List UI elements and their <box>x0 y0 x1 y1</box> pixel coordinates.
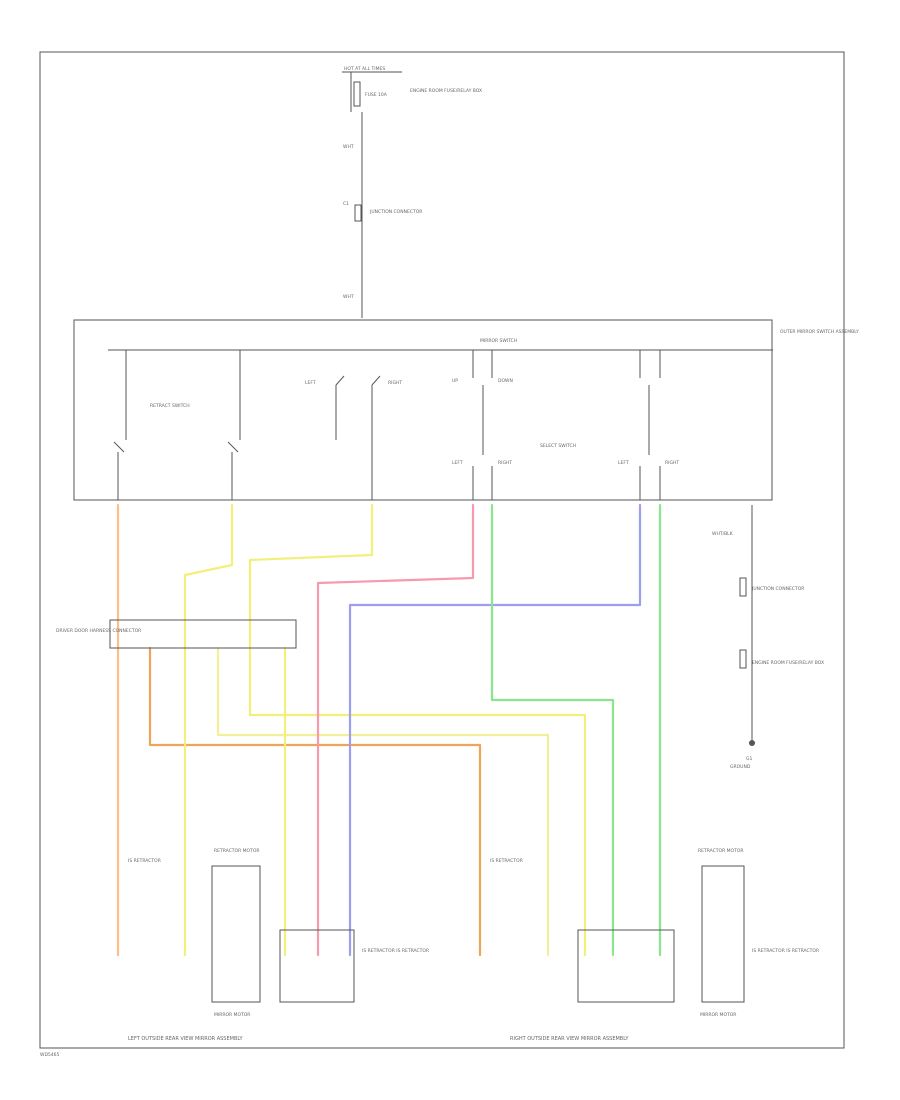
retract-switch-label: RETRACT SWITCH <box>150 403 190 409</box>
wire-yellow-1 <box>183 503 234 957</box>
junction-right-label: JUNCTION CONNECTOR <box>751 586 804 592</box>
mirror-motor-left-label: MIRROR MOTOR <box>214 1012 250 1018</box>
junction-top-code: C1 <box>343 201 349 207</box>
switch-assembly-label: OUTER MIRROR SWITCH ASSEMBLY <box>780 329 859 335</box>
junction-top-label: JUNCTION CONNECTOR <box>369 209 422 215</box>
retractor-note-right: IS RETRACTOR IS RETRACTOR <box>752 948 819 954</box>
mirror-motor-right-box <box>577 929 675 1003</box>
wire-yellow-3 <box>216 646 550 957</box>
ground-label: GROUND <box>730 764 751 770</box>
retract-contact-right <box>227 441 239 453</box>
fuse-label: FUSE 10A <box>365 92 388 98</box>
switch-assembly-box <box>73 319 773 501</box>
wire-blue <box>348 503 642 957</box>
down-label-lo-r: RIGHT <box>665 460 679 466</box>
ms-contact-left <box>335 375 345 386</box>
retract-contact-left <box>113 441 125 453</box>
door-connector-block <box>109 619 297 649</box>
diagram-frame <box>39 51 845 1049</box>
wire-yellow-2 <box>248 503 587 957</box>
ground-connector-label: ENGINE ROOM FUSE/RELAY BOX <box>752 660 824 666</box>
hot-label: HOT AT ALL TIMES <box>344 66 385 72</box>
wire-pink <box>316 503 475 957</box>
ground-connector-symbol <box>739 649 747 669</box>
up-label-lo: LEFT <box>452 460 463 466</box>
mirror-switch-label: MIRROR SWITCH <box>480 338 517 344</box>
up-label-lo-r: LEFT <box>618 460 629 466</box>
up-label: UP <box>452 378 458 384</box>
is-retractor-right: IS RETRACTOR <box>490 858 523 864</box>
junction-top-symbol <box>354 204 362 222</box>
wire-green-1 <box>490 503 615 957</box>
junction-right-symbol <box>739 577 747 597</box>
ground-terminal <box>749 740 755 746</box>
ms-left-label: LEFT <box>305 380 316 386</box>
mirror-motor-left-box <box>279 929 355 1003</box>
retractor-left-box <box>211 865 261 1003</box>
wire-orange-cross <box>148 646 482 957</box>
wire-code-1: WHT <box>343 144 354 150</box>
fuse-box-label: ENGINE ROOM FUSE/RELAY BOX <box>410 88 482 94</box>
ms-contact-right <box>371 375 381 386</box>
g1-label: G1 <box>746 756 752 762</box>
wire-code-2: WHT <box>343 294 354 300</box>
select-switch-label: SELECT SWITCH <box>540 443 576 449</box>
retractor-right-label: RETRACTOR MOTOR <box>698 848 744 854</box>
retractor-note-left: IS RETRACTOR IS RETRACTOR <box>362 948 429 954</box>
down-label: DOWN <box>498 378 513 384</box>
down-label-lo: RIGHT <box>498 460 512 466</box>
ground-code-1: WHT/BLK <box>712 531 734 537</box>
retractor-left-label: RETRACTOR MOTOR <box>214 848 260 854</box>
door-harness-label: DRIVER DOOR HARNESS CONNECTOR <box>56 628 141 634</box>
ms-right-label: RIGHT <box>388 380 402 386</box>
mirror-motor-right-label: MIRROR MOTOR <box>700 1012 736 1018</box>
right-mirror-label: RIGHT OUTSIDE REAR VIEW MIRROR ASSEMBLY <box>510 1036 629 1042</box>
fuse-symbol <box>353 81 361 107</box>
retractor-right-box <box>701 865 745 1003</box>
left-mirror-label: LEFT OUTSIDE REAR VIEW MIRROR ASSEMBLY <box>128 1036 244 1042</box>
is-retractor-left: IS RETRACTOR <box>128 858 161 864</box>
footer-code: WD5465 <box>40 1052 60 1058</box>
